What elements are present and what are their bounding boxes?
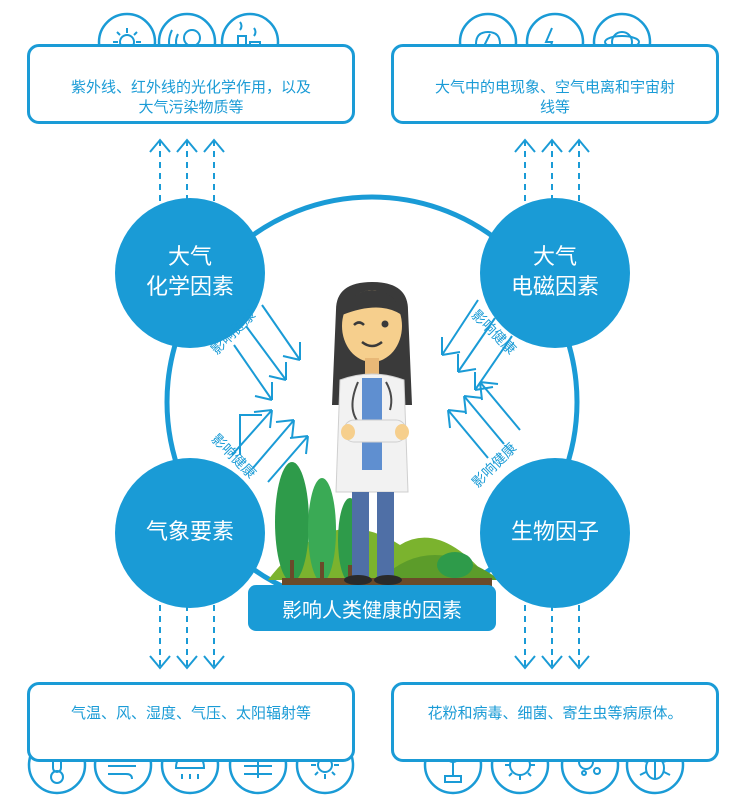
top-right-info-line: 大气中的电现象、空气电离和宇宙射	[434, 78, 675, 96]
node-label: 大气	[167, 245, 212, 270]
bottom-right-info-box: 花粉和病毒、细菌、寄生虫等病原体。	[391, 682, 719, 762]
bottom-right-arrows	[514, 605, 590, 670]
node-biological: 生物因子	[480, 458, 630, 608]
node-label: 气象要素	[145, 520, 234, 545]
node-label: 电磁因素	[510, 275, 599, 300]
top-right-info-box: 大气中的电现象、空气电离和宇宙射 线等	[391, 44, 719, 124]
bottom-right-info-text: 花粉和病毒、细菌、寄生虫等病原体。	[427, 704, 683, 722]
node-label: 大气	[532, 245, 577, 270]
center-caption: 影响人类健康的因素	[248, 585, 496, 631]
node-label: 生物因子	[510, 520, 599, 545]
influence-arrows	[231, 299, 521, 483]
bottom-left-info-text: 气温、风、湿度、气压、太阳辐射等	[70, 704, 311, 722]
node-meteorological: 气象要素	[115, 458, 265, 608]
bottom-left-info-box: 气温、风、湿度、气压、太阳辐射等	[27, 682, 355, 762]
bottom-left-arrows	[149, 605, 225, 670]
doctor-figure	[332, 282, 412, 585]
node-atmospheric-chemical: 大气化学因素	[115, 198, 265, 348]
top-right-info-line: 线等	[539, 98, 570, 116]
node-label: 化学因素	[145, 275, 234, 300]
top-left-info-line: 大气污染物质等	[138, 98, 244, 116]
top-right-arrows	[514, 138, 590, 205]
top-left-info-line: 紫外线、红外线的光化学作用，以及	[70, 78, 311, 96]
node-atmospheric-electromagnetic: 大气电磁因素	[480, 198, 630, 348]
top-left-arrows	[149, 138, 225, 205]
top-left-info-box: 紫外线、红外线的光化学作用，以及 大气污染物质等	[27, 44, 355, 124]
